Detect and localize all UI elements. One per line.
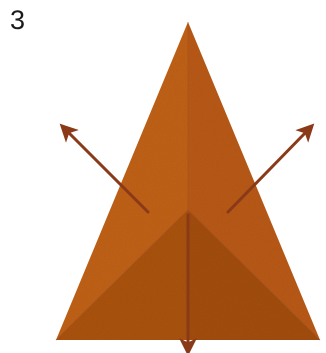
- origami-fold-diagram: [0, 0, 326, 353]
